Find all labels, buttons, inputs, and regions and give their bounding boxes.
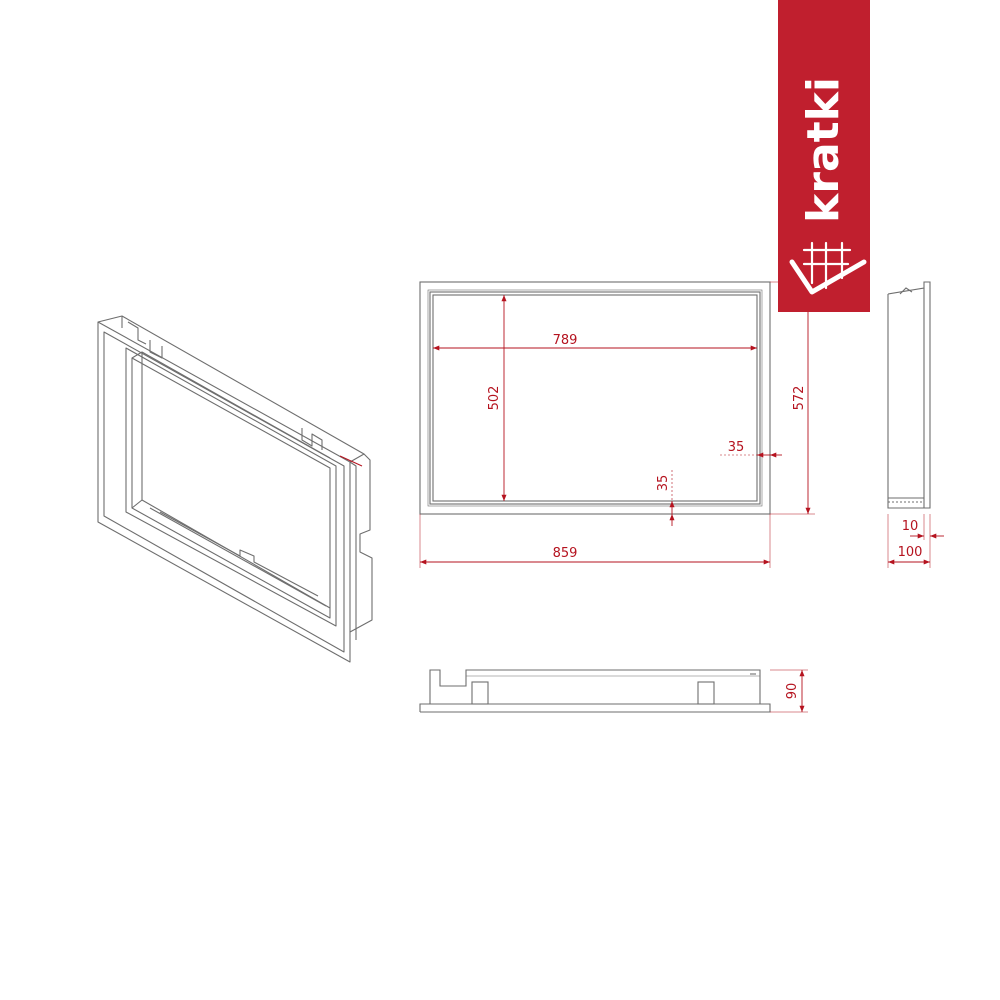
dimension-labels: 789 502 572 859 35 35 10 100 90 — [487, 333, 922, 699]
dim-inner-width: 789 — [553, 333, 578, 348]
iso-edge-accent — [339, 455, 363, 467]
grid-check-icon — [789, 241, 867, 295]
dimension-lines — [419, 281, 944, 713]
dim-frame-side: 35 — [728, 440, 745, 455]
kratki-logo: kratki — [778, 0, 870, 312]
dim-outer-height: 572 — [792, 386, 807, 411]
front-view — [419, 281, 771, 515]
dim-frame-depth: 10 — [902, 519, 919, 534]
dim-top-depth: 90 — [785, 683, 800, 700]
side-view — [887, 281, 931, 509]
isometric-view — [97, 315, 373, 663]
dim-outer-width: 859 — [553, 546, 578, 561]
dim-frame-bottom: 35 — [656, 475, 671, 492]
top-view — [419, 669, 771, 713]
logo-wordmark: kratki — [798, 77, 849, 223]
dim-total-depth: 100 — [898, 545, 923, 560]
dim-inner-height: 502 — [487, 386, 502, 411]
